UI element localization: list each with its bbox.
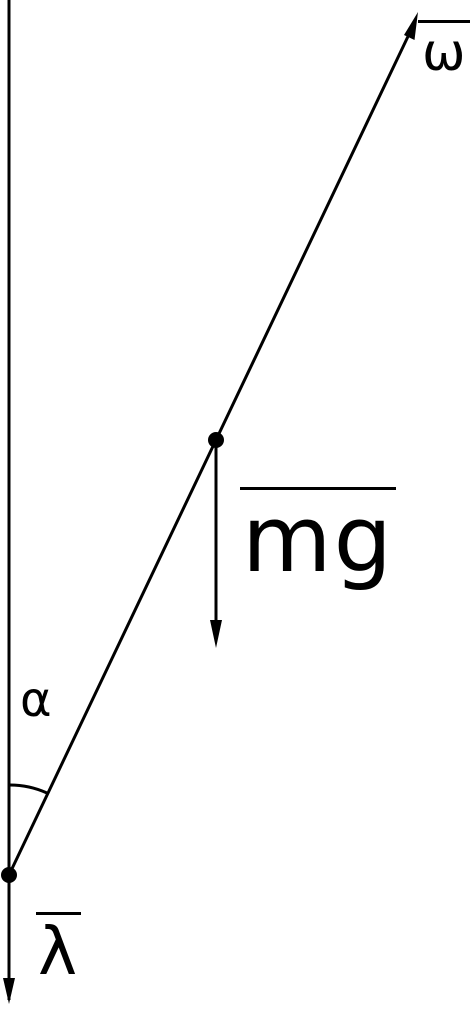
omega-label: ω bbox=[418, 20, 470, 79]
pivot-point bbox=[1, 867, 17, 883]
omega-arrowhead bbox=[404, 12, 418, 40]
alpha-label: α bbox=[20, 672, 52, 728]
inclined-rod bbox=[7, 27, 414, 876]
lambda-label: λ bbox=[36, 912, 82, 985]
mg-arrowhead bbox=[210, 620, 222, 648]
mg-label: mg bbox=[240, 486, 397, 593]
center-of-mass-point bbox=[208, 432, 224, 448]
angle-arc bbox=[8, 783, 48, 795]
lambda-arrowhead bbox=[3, 978, 15, 1004]
